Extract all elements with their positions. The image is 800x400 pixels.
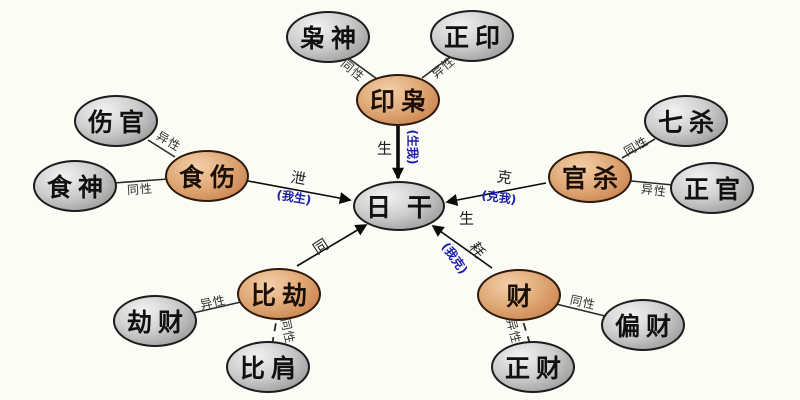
node-zhengguan: 正官 <box>670 162 754 214</box>
edge-shishang-rigan <box>247 180 352 205</box>
node-shangguan: 伤官 <box>74 95 158 147</box>
node-guansha: 官杀 <box>548 151 632 203</box>
label-ke: 克 <box>495 167 515 188</box>
node-xiaoshen: 枭神 <box>286 11 370 63</box>
node-shishang: 食伤 <box>165 150 249 202</box>
edge-bijian-bijie <box>271 316 278 346</box>
edge-zhengyin-yinxiao <box>421 56 451 79</box>
edge-zhengcai-cai <box>521 317 531 345</box>
edge-piancai-cai <box>555 303 606 317</box>
edge-shangguan-shishang <box>147 139 176 158</box>
edge-shishen-shishang <box>113 178 169 184</box>
node-bijian: 比肩 <box>226 341 310 393</box>
label-shengwo: (生我) <box>405 129 420 165</box>
node-zhengcai: 正财 <box>491 341 575 393</box>
edge-jiecai-bijie <box>192 301 242 314</box>
node-jiecai: 劫财 <box>113 295 197 347</box>
node-piancai: 偏财 <box>601 299 685 351</box>
label-sheng: 生 <box>376 139 394 158</box>
node-shishen: 食神 <box>33 160 117 212</box>
node-cai: 财 <box>477 269 561 321</box>
edge-bijie-rigan <box>296 224 368 267</box>
node-qisha: 七杀 <box>644 95 728 147</box>
node-zhengyin: 正印 <box>430 10 514 62</box>
label-tongxing-shishen: 同性 <box>126 181 154 198</box>
node-rigan: 日干 <box>353 181 445 231</box>
label-yixing-zhengguan: 异性 <box>640 181 668 200</box>
label-sheng-cai: 生 <box>458 209 476 228</box>
edge-qisha-guansha <box>621 138 656 159</box>
node-bijie: 比劫 <box>237 268 321 320</box>
edge-zhengguan-guansha <box>630 180 674 186</box>
edge-cai-rigan <box>431 224 493 269</box>
node-yinxiao: 印枭 <box>356 74 440 126</box>
edge-guansha-rigan <box>445 182 547 206</box>
